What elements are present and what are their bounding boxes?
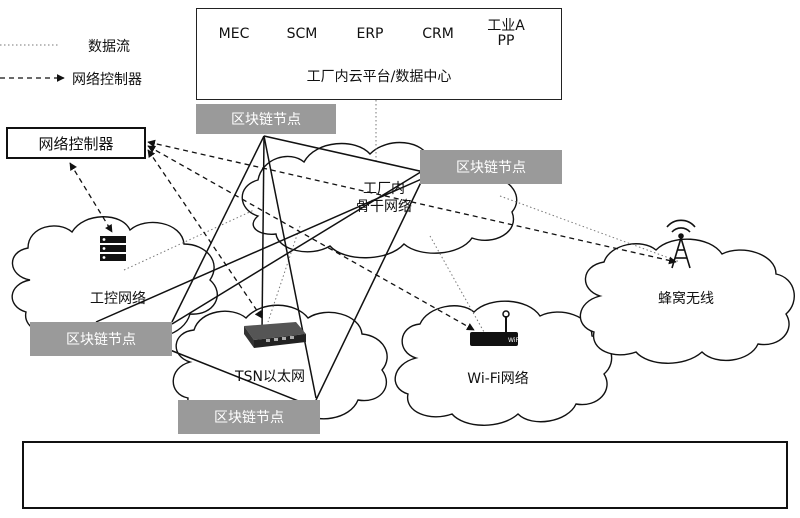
legend-data-flow-label: 数据流 bbox=[88, 39, 130, 55]
blockchain-links bbox=[95, 135, 425, 409]
app-mec[interactable]: MEC bbox=[218, 25, 250, 42]
cloud-backbone-label: 工厂内 骨干网络 bbox=[356, 181, 412, 215]
link-top-tsn bbox=[261, 135, 265, 333]
blockchain-node-tsn[interactable]: 区块链节点 bbox=[178, 400, 320, 434]
app-industrial[interactable]: 工业APP bbox=[487, 18, 525, 49]
wifi-router-badge: WiFi bbox=[508, 337, 520, 344]
wifi-router-icon: WiFi bbox=[470, 310, 520, 346]
network-controller-box[interactable]: 网络控制器 bbox=[6, 127, 146, 159]
cloud-platform-box bbox=[196, 8, 562, 100]
cloud-wifi bbox=[394, 300, 613, 426]
link-right-bottom bbox=[315, 175, 425, 401]
blockchain-node-backbone[interactable]: 区块链节点 bbox=[420, 150, 562, 184]
cloud-wifi-label: Wi-Fi网络 bbox=[467, 371, 529, 387]
server-rack-icon bbox=[100, 236, 126, 261]
app-scm[interactable]: SCM bbox=[286, 25, 318, 42]
link-left-right bbox=[95, 177, 425, 323]
ethernet-switch-icon bbox=[244, 322, 306, 348]
blockchain-node-platform[interactable]: 区块链节点 bbox=[196, 104, 336, 134]
cloud-tsn-label: TSN以太网 bbox=[235, 369, 305, 385]
cloud-cellular-label: 蜂窝无线 bbox=[658, 291, 714, 307]
legend-network-controller-label: 网络控制器 bbox=[72, 72, 142, 88]
link-top-right bbox=[263, 135, 425, 173]
app-crm[interactable]: CRM bbox=[422, 25, 454, 42]
cell-tower-icon bbox=[666, 219, 696, 269]
cloud-industrial-label: 工控网络 bbox=[90, 291, 146, 307]
link-top-bottom bbox=[263, 135, 317, 399]
link-left-bottom bbox=[169, 349, 317, 409]
link-top-left bbox=[171, 135, 265, 323]
device-bar bbox=[22, 441, 788, 509]
blockchain-node-industrial[interactable]: 区块链节点 bbox=[30, 322, 172, 356]
app-erp[interactable]: ERP bbox=[356, 25, 384, 42]
platform-title: 工厂内云平台/数据中心 bbox=[306, 69, 452, 85]
control-to-server bbox=[69, 162, 113, 233]
